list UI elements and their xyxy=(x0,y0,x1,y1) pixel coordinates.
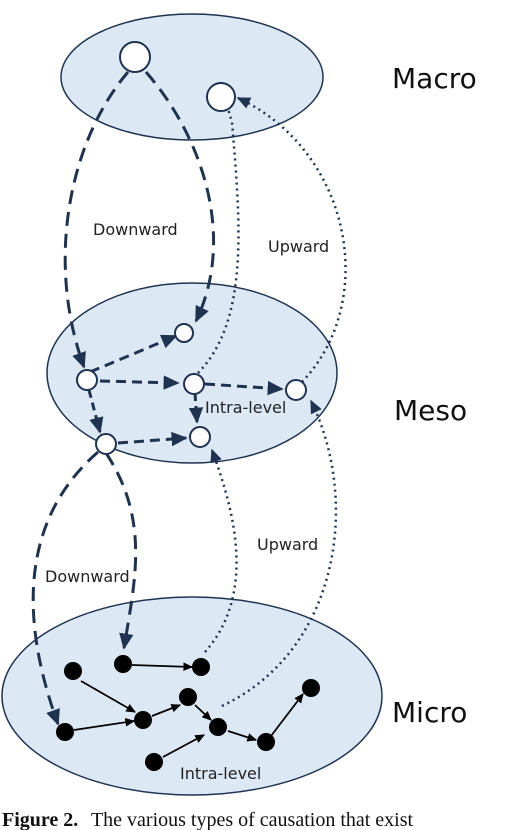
micro-node-1 xyxy=(114,655,132,673)
micro-intra-arrow-3 xyxy=(73,718,136,731)
figure-caption: Figure 2. The various types of causation… xyxy=(2,809,414,830)
micro-intra-arrow-8 xyxy=(270,693,304,737)
upward-label-top: Upward xyxy=(268,237,329,256)
macro-node-1 xyxy=(119,41,151,73)
intra-level-label-micro: Intra-level xyxy=(180,764,261,783)
meso-node-2 xyxy=(76,369,98,391)
macro-level-label: Macro xyxy=(392,62,477,95)
micro-intra-arrow-1 xyxy=(131,662,194,672)
micro-intra-arrow-7 xyxy=(227,730,258,742)
meso-node-6 xyxy=(189,426,211,448)
micro-level-label: Micro xyxy=(392,696,467,729)
upward-arrow-meso-to-macro-right xyxy=(236,96,347,383)
meso-intra-arrow-2 xyxy=(99,375,180,390)
micro-node-8 xyxy=(56,723,74,741)
meso-ellipse xyxy=(46,282,338,464)
intra-level-label-meso: Intra-level xyxy=(205,398,286,417)
meso-intra-arrow-4 xyxy=(188,392,204,424)
downward-arrow-meso-to-micro-right xyxy=(104,452,138,650)
meso-intra-arrow-3 xyxy=(204,380,284,396)
micro-intra-arrow-2 xyxy=(80,680,136,713)
micro-intra-arrow-5 xyxy=(194,704,212,721)
meso-node-4 xyxy=(285,379,307,401)
micro-intra-arrow-4 xyxy=(151,704,182,717)
downward-arrow-meso-to-micro-left xyxy=(31,450,99,726)
meso-intra-arrow-6 xyxy=(117,431,188,447)
meso-intra-arrow-5 xyxy=(87,389,104,434)
micro-node-10 xyxy=(145,753,163,771)
meso-level-label: Meso xyxy=(394,394,467,427)
macro-node-2 xyxy=(206,82,236,112)
upward-arrow-micro-to-meso-right xyxy=(221,399,338,708)
macro-ellipse xyxy=(60,13,324,141)
micro-node-5 xyxy=(179,688,197,706)
upward-label-bottom: Upward xyxy=(257,535,318,554)
micro-node-9 xyxy=(257,733,275,751)
downward-label-top: Downward xyxy=(93,220,178,239)
figure-caption-label: Figure 2. xyxy=(2,809,78,830)
downward-arrow-macro-to-meso-left xyxy=(63,71,130,369)
micro-intra-arrow-6 xyxy=(162,734,205,758)
meso-node-3 xyxy=(183,373,205,395)
micro-node-7 xyxy=(209,718,227,736)
figure-caption-text: The various types of causation that exis… xyxy=(91,809,414,830)
downward-label-bottom: Downward xyxy=(45,567,130,586)
micro-node-2 xyxy=(192,658,210,676)
micro-node-3 xyxy=(64,662,82,680)
micro-node-6 xyxy=(134,711,152,729)
meso-node-1 xyxy=(174,323,194,343)
micro-node-4 xyxy=(302,679,320,697)
meso-node-5 xyxy=(95,433,117,455)
downward-arrow-macro-to-meso-right xyxy=(144,71,216,323)
